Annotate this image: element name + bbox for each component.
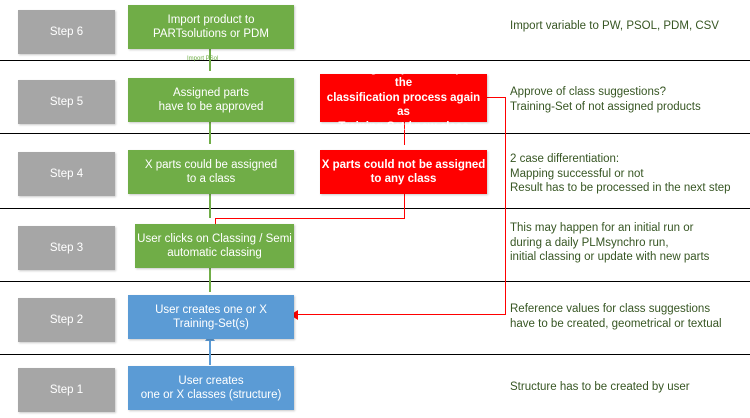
step-5-main-box[interactable]: Assigned parts have to be approved — [128, 78, 294, 122]
step-5-alt-box[interactable]: Not assigned parts can pass the classifi… — [320, 63, 487, 133]
redpath-long-vertical — [505, 97, 507, 315]
edge-label-import-psol: Import PSol — [187, 56, 219, 62]
step-5-note: Approve of class suggestions? Training-S… — [510, 86, 701, 113]
step-label-1: Step 1 — [18, 368, 115, 412]
step-4-main-box-text: X parts could be assigned to a class — [144, 158, 278, 186]
step-3-main-box[interactable]: User clicks on Classing / Semi automatic… — [135, 224, 294, 268]
redpath-step3-horizontal — [215, 218, 405, 220]
connector-step2-to-step3 — [209, 267, 211, 292]
row-divider-4-3 — [0, 208, 750, 209]
row-divider-5-4 — [0, 133, 750, 134]
step-6-main-box-text: Import product to PARTsolutions or PDM — [153, 13, 269, 41]
row-divider-3-2 — [0, 281, 750, 282]
step-label-3-text: Step 3 — [49, 241, 84, 254]
step-1-main-box[interactable]: User creates one or X classes (structure… — [128, 366, 294, 410]
connector-step1-to-step2 — [209, 340, 211, 365]
step-label-3: Step 3 — [18, 226, 115, 270]
step-2-main-box-text: User creates one or X Training-Set(s) — [155, 303, 267, 331]
step-label-2-text: Step 2 — [49, 313, 84, 326]
step-label-6: Step 6 — [18, 10, 115, 54]
connector-step5-to-step6 — [209, 46, 211, 71]
step-5-main-box-text: Assigned parts have to be approved — [158, 86, 264, 114]
redpath-step4-to-step5-vertical — [404, 119, 406, 145]
step-2-main-box[interactable]: User creates one or X Training-Set(s) — [128, 295, 294, 339]
step-3-note: This may happen for an initial run or du… — [510, 222, 710, 263]
step-label-2: Step 2 — [18, 298, 115, 342]
step-4-alt-box[interactable]: X parts could not be assigned to any cla… — [320, 150, 487, 194]
step-3-main-box-text: User clicks on Classing / Semi automatic… — [137, 232, 292, 260]
step-6-main-box[interactable]: Import product to PARTsolutions or PDM — [128, 5, 294, 49]
step-4-alt-box-text: X parts could not be assigned to any cla… — [321, 158, 486, 186]
row-divider-2-1 — [0, 354, 750, 355]
step-label-5-text: Step 5 — [49, 95, 84, 108]
step-label-4: Step 4 — [18, 152, 115, 196]
step-1-main-box-text: User creates one or X classes (structure… — [140, 374, 282, 402]
redpath-to-step4-red-vertical — [404, 193, 406, 219]
redpath-into-step2-horizontal — [297, 314, 506, 316]
step-4-main-box[interactable]: X parts could be assigned to a class — [128, 150, 294, 194]
step-5-alt-box-text: Not assigned parts can pass the classifi… — [325, 62, 482, 133]
connector-step3-to-step4 — [209, 193, 211, 218]
step-1-note: Structure has to be created by user — [510, 381, 690, 393]
row-divider-6-5 — [0, 60, 750, 61]
step-label-5: Step 5 — [18, 80, 115, 124]
step-2-note: Reference values for class suggestions h… — [510, 303, 722, 330]
step-6-note: Import variable to PW, PSOL, PDM, CSV — [510, 20, 719, 32]
redpath-into-step2-arrowhead — [290, 310, 298, 320]
connector-step4-to-step5 — [209, 119, 211, 144]
step-label-6-text: Step 6 — [49, 25, 84, 38]
step-4-note: 2 case differentiation: Mapping successf… — [510, 153, 731, 194]
step-label-4-text: Step 4 — [49, 167, 84, 180]
redpath-step5-exit-horizontal — [487, 97, 506, 99]
step-label-1-text: Step 1 — [49, 383, 84, 396]
